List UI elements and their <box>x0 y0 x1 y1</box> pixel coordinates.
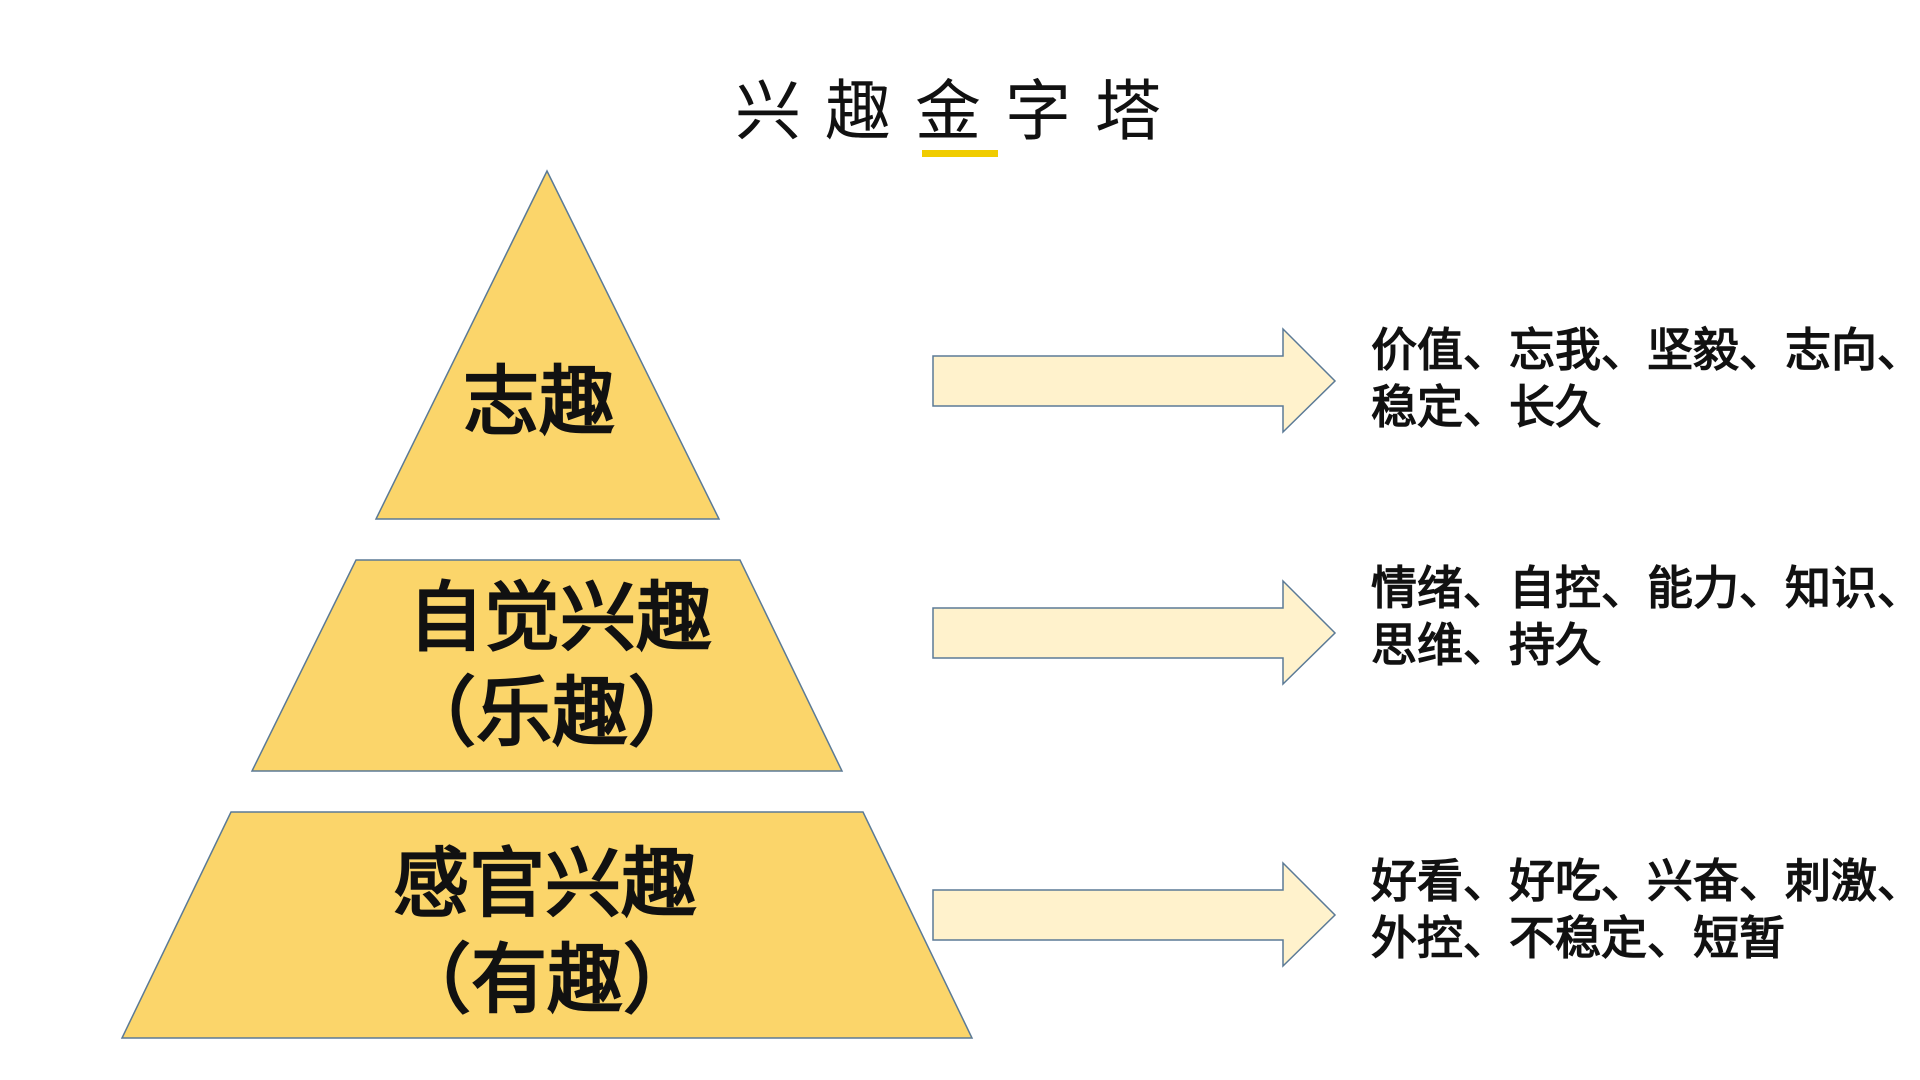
description-line: 情绪、自控、能力、知识、 <box>1371 561 1920 615</box>
description-line: 思维、持久 <box>1371 618 1601 672</box>
title-underline <box>922 150 998 157</box>
level-sublabel-bottom: （有趣） <box>395 935 699 1024</box>
description-line: 好看、好吃、兴奋、刺激、 <box>1371 854 1920 908</box>
level-label-top: 志趣 <box>463 357 615 446</box>
level-label-middle: 自觉兴趣 <box>408 573 712 662</box>
arrow-right-icon <box>932 861 1337 968</box>
arrow-right-icon <box>932 327 1337 434</box>
level-description-middle: 情绪、自控、能力、知识、 思维、持久 <box>1371 560 1920 674</box>
level-sublabel-middle: （乐趣） <box>400 668 704 757</box>
level-description-top: 价值、忘我、坚毅、志向、 稳定、长久 <box>1371 322 1920 436</box>
pyramid-middle-tier <box>250 559 844 772</box>
description-line: 外控、不稳定、短暂 <box>1371 911 1785 965</box>
description-line: 稳定、长久 <box>1371 380 1601 434</box>
pyramid-top-tier <box>374 169 721 520</box>
description-line: 价值、忘我、坚毅、志向、 <box>1371 323 1920 377</box>
arrow-right-icon <box>932 579 1337 686</box>
page-title: 兴趣金字塔 <box>735 73 1185 150</box>
level-description-bottom: 好看、好吃、兴奋、刺激、 外控、不稳定、短暂 <box>1371 853 1920 967</box>
pyramid-bottom-tier <box>120 811 974 1039</box>
level-label-bottom: 感官兴趣 <box>393 839 697 928</box>
